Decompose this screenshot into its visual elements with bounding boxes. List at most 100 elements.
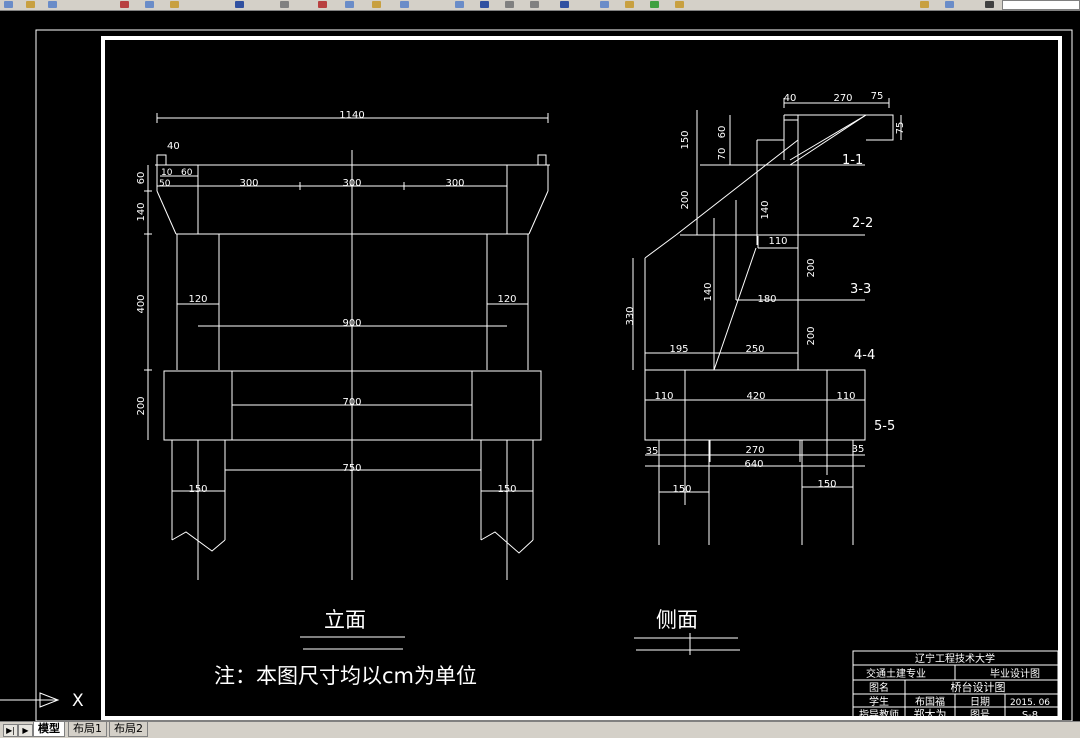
toolbar-icon[interactable] bbox=[372, 1, 381, 8]
side-dim-left-330: 330 bbox=[625, 306, 636, 325]
toolbar-dropdown[interactable] bbox=[1002, 0, 1080, 10]
toolbar-icon[interactable] bbox=[530, 1, 539, 8]
elev-dim-overall: 1140 bbox=[339, 110, 364, 121]
side-dim-top-75: 75 bbox=[871, 91, 884, 102]
tab-scroll-next-button[interactable]: ▶ bbox=[18, 724, 33, 737]
elev-dim-span-2: 300 bbox=[342, 178, 361, 189]
elev-dim-span-3: 300 bbox=[445, 178, 464, 189]
toolbar-icon[interactable] bbox=[48, 1, 57, 8]
side-dim-top-270: 270 bbox=[833, 93, 852, 104]
toolbar-icon[interactable] bbox=[945, 1, 954, 8]
elev-dim-left-60: 60 bbox=[136, 172, 147, 185]
toolbar-icon[interactable] bbox=[345, 1, 354, 8]
side-dim-250: 250 bbox=[745, 344, 764, 355]
model-space-canvas[interactable]: 1140 40 10 60 50 60 140 400 200 300 300 … bbox=[0, 11, 1080, 721]
section-label-3: 3-3 bbox=[850, 282, 871, 297]
title-block-major: 交通土建专业 bbox=[866, 667, 926, 680]
toolbar-icon[interactable] bbox=[650, 1, 659, 8]
title-block-student-value: 布国福 bbox=[915, 695, 945, 708]
title-block-doc-type: 毕业设计图 bbox=[990, 667, 1040, 680]
section-label-1: 1-1 bbox=[842, 153, 863, 168]
elev-dim-column-left: 120 bbox=[188, 294, 207, 305]
section-label-4: 4-4 bbox=[854, 348, 875, 363]
ucs-x-label: X bbox=[72, 691, 84, 711]
side-dim-180: 180 bbox=[757, 294, 776, 305]
toolbar-icon[interactable] bbox=[170, 1, 179, 8]
toolbar-icon[interactable] bbox=[480, 1, 489, 8]
elev-dim-beam: 900 bbox=[342, 318, 361, 329]
toolbar-icon[interactable] bbox=[455, 1, 464, 8]
drawing-frame bbox=[101, 36, 1062, 720]
layout-tab-bar: ▶| ▶ 模型 布局1 布局2 bbox=[0, 721, 1080, 738]
title-block-name-label: 图名 bbox=[869, 681, 889, 694]
side-dim-bottom-640: 640 bbox=[744, 459, 763, 470]
toolbar-icon[interactable] bbox=[235, 1, 244, 8]
side-dim-pile-left: 150 bbox=[672, 484, 691, 495]
toolbar bbox=[0, 0, 1080, 11]
title-block-advisor-value: 郑大为 bbox=[914, 707, 947, 721]
toolbar-icon[interactable] bbox=[280, 1, 289, 8]
side-dim-110: 110 bbox=[768, 236, 787, 247]
drawing-svg: 1140 40 10 60 50 60 140 400 200 300 300 … bbox=[0, 29, 1073, 721]
side-dim-top-40: 40 bbox=[784, 93, 797, 104]
toolbar-icon[interactable] bbox=[4, 1, 13, 8]
toolbar-icon[interactable] bbox=[145, 1, 154, 8]
tab-layout-2[interactable]: 布局2 bbox=[109, 722, 148, 737]
elevation-title: 立面 bbox=[324, 608, 366, 632]
toolbar-icon[interactable] bbox=[920, 1, 929, 8]
toolbar-icon[interactable] bbox=[26, 1, 35, 8]
side-dim-200-upper: 200 bbox=[806, 258, 817, 277]
title-block-school: 辽宁工程技术大学 bbox=[915, 652, 995, 665]
side-dim-200-lower: 200 bbox=[806, 326, 817, 345]
elev-dim-left-140: 140 bbox=[136, 202, 147, 221]
section-label-5: 5-5 bbox=[874, 419, 895, 434]
units-note: 注：本图尺寸均以cm为单位 bbox=[214, 664, 477, 688]
elev-dim-footing: 700 bbox=[342, 397, 361, 408]
side-view-title: 侧面 bbox=[656, 608, 698, 632]
title-block-date-value: 2015. 06 bbox=[1010, 698, 1050, 708]
side-dim-pile-right: 150 bbox=[817, 479, 836, 490]
toolbar-icon[interactable] bbox=[120, 1, 129, 8]
toolbar-icon[interactable] bbox=[625, 1, 634, 8]
layout-outer-border bbox=[35, 29, 1073, 721]
elev-dim-top-50: 50 bbox=[159, 179, 171, 189]
toolbar-icon[interactable] bbox=[560, 1, 569, 8]
title-block bbox=[852, 650, 1059, 719]
title-block-name-value: 桥台设计图 bbox=[951, 680, 1006, 694]
toolbar-icon[interactable] bbox=[400, 1, 409, 8]
elev-dim-pile-left: 150 bbox=[188, 484, 207, 495]
side-view bbox=[632, 98, 902, 655]
side-dim-bottom-35-right: 35 bbox=[852, 444, 865, 455]
side-dim-right-75: 75 bbox=[895, 122, 906, 135]
elev-dim-left-400: 400 bbox=[136, 294, 147, 313]
elev-dim-top-40: 40 bbox=[167, 141, 180, 152]
side-dim-60: 60 bbox=[717, 126, 728, 139]
title-block-date-label: 日期 bbox=[970, 696, 990, 708]
side-dim-bottom-35-left: 35 bbox=[646, 446, 659, 457]
elev-dim-top-60: 60 bbox=[181, 168, 193, 178]
elev-dim-left-200: 200 bbox=[136, 396, 147, 415]
title-block-student-label: 学生 bbox=[869, 695, 889, 708]
tab-layout-1[interactable]: 布局1 bbox=[68, 722, 107, 737]
side-dim-bottom-270: 270 bbox=[745, 445, 764, 456]
elev-dim-top-10: 10 bbox=[161, 168, 173, 178]
elev-dim-span-1: 300 bbox=[239, 178, 258, 189]
title-block-advisor-label: 指导教师 bbox=[859, 708, 899, 721]
toolbar-icon[interactable] bbox=[600, 1, 609, 8]
side-dim-left-200: 200 bbox=[680, 190, 691, 209]
side-dim-left-150: 150 bbox=[680, 130, 691, 149]
toolbar-icon[interactable] bbox=[505, 1, 514, 8]
ucs-icon bbox=[0, 692, 60, 708]
side-dim-footing-mid: 420 bbox=[746, 391, 765, 402]
side-dim-footing-left: 110 bbox=[654, 391, 673, 402]
toolbar-icon[interactable] bbox=[985, 1, 994, 8]
toolbar-icon[interactable] bbox=[675, 1, 684, 8]
toolbar-icon[interactable] bbox=[318, 1, 327, 8]
side-dim-footing-right: 110 bbox=[836, 391, 855, 402]
title-block-number-value: S-8 bbox=[1022, 710, 1038, 721]
tab-model[interactable]: 模型 bbox=[33, 722, 65, 737]
tab-scroll-first-button[interactable]: ▶| bbox=[3, 724, 18, 737]
side-dim-140-lower: 140 bbox=[703, 282, 714, 301]
elev-dim-pile-right: 150 bbox=[497, 484, 516, 495]
title-block-number-label: 图号 bbox=[970, 709, 990, 721]
